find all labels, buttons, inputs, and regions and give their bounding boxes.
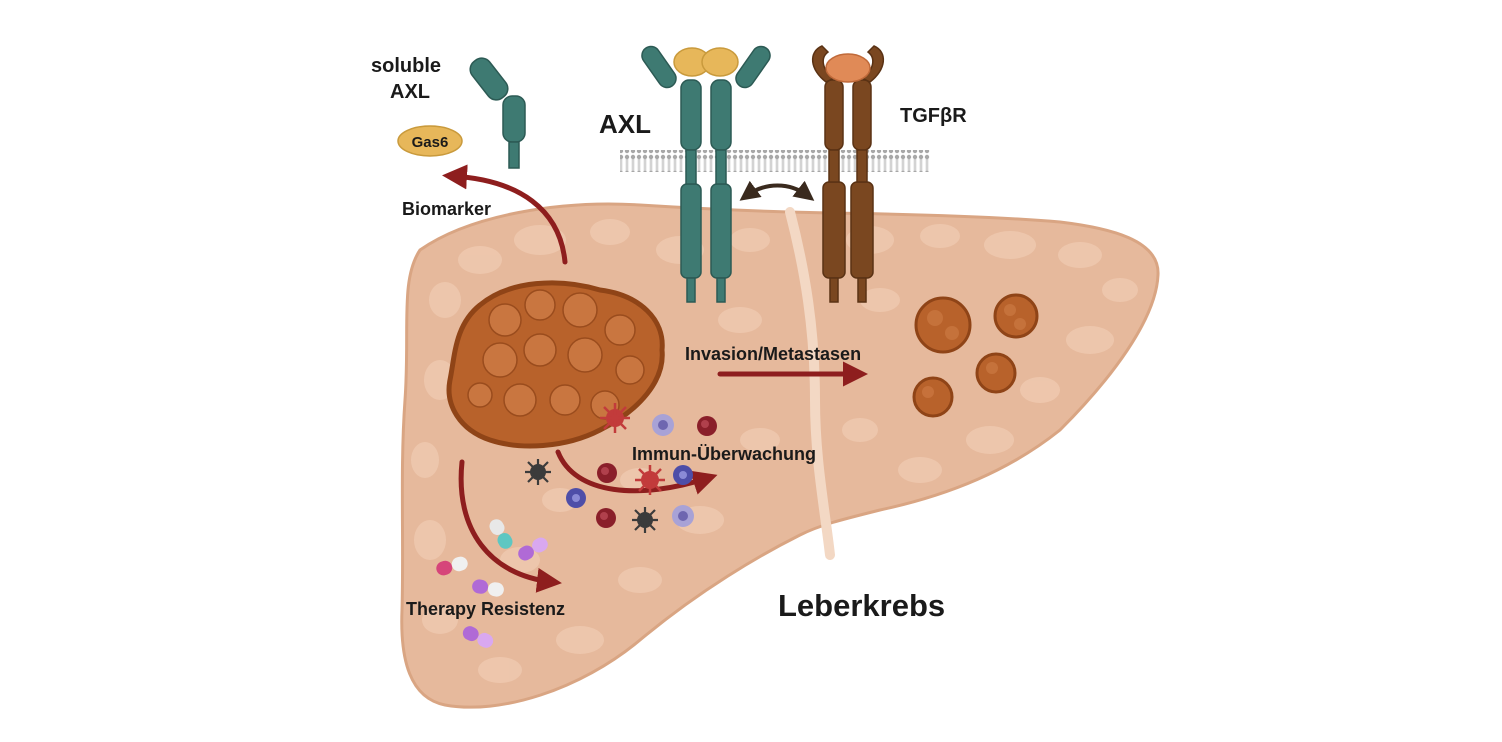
invasion-label: Invasion/Metastasen xyxy=(685,344,861,364)
immune-cells xyxy=(525,403,717,533)
immune-cell-icon xyxy=(632,507,658,533)
immune-cell-icon xyxy=(673,465,693,485)
axl-receptor-icon xyxy=(641,45,771,303)
drug-capsules xyxy=(436,519,548,648)
immune-cell-icon xyxy=(597,463,617,483)
gas6-ligand-icon xyxy=(397,125,463,157)
pill-capsule-icon xyxy=(489,519,513,549)
metastasis-icon xyxy=(993,293,1039,339)
immune-cell-icon xyxy=(697,416,717,436)
pill-capsule-icon xyxy=(462,626,494,648)
immune-cell-icon xyxy=(600,403,630,433)
cell-membrane-icon xyxy=(620,150,930,172)
pill-capsule-icon xyxy=(518,537,548,561)
soluble-axl-label-line2: AXL xyxy=(390,81,430,103)
pill-capsule-icon xyxy=(472,579,504,597)
immune-cell-icon xyxy=(635,465,665,495)
biomarker-arrow xyxy=(442,164,568,265)
immune-cell-icon xyxy=(525,459,551,485)
tgfb-ligand-icon xyxy=(825,53,871,83)
primary-tumor-icon xyxy=(446,280,665,449)
crosstalk-arrow xyxy=(739,180,815,201)
immune-cell-icon xyxy=(566,488,586,508)
axl-label: AXL xyxy=(599,109,651,139)
therapy-arrow xyxy=(458,459,562,593)
immune-label: Immun-Überwachung xyxy=(632,444,816,464)
tgfbr-label: TGFβR xyxy=(900,105,967,127)
soluble-axl-icon xyxy=(469,57,526,169)
page-title: Leberkrebs xyxy=(778,588,945,623)
pill-capsule-icon xyxy=(436,556,468,576)
metastasis-tumors xyxy=(912,293,1039,418)
immune-cell-icon xyxy=(672,505,694,527)
gas6-label: Gas6 xyxy=(412,134,449,151)
gas6-ligand-icon xyxy=(673,47,739,77)
tgfbr-receptor-icon xyxy=(812,45,884,303)
therapy-label: Therapy Resistenz xyxy=(406,599,565,619)
metastasis-icon xyxy=(912,376,954,418)
soluble-axl-label-line1: soluble xyxy=(371,55,441,77)
metastasis-icon xyxy=(975,352,1017,394)
immune-cell-icon xyxy=(596,508,616,528)
immune-cell-icon xyxy=(652,414,674,436)
metastasis-icon xyxy=(914,296,972,354)
biomarker-label: Biomarker xyxy=(402,199,491,219)
liver-nodules xyxy=(411,219,1138,683)
